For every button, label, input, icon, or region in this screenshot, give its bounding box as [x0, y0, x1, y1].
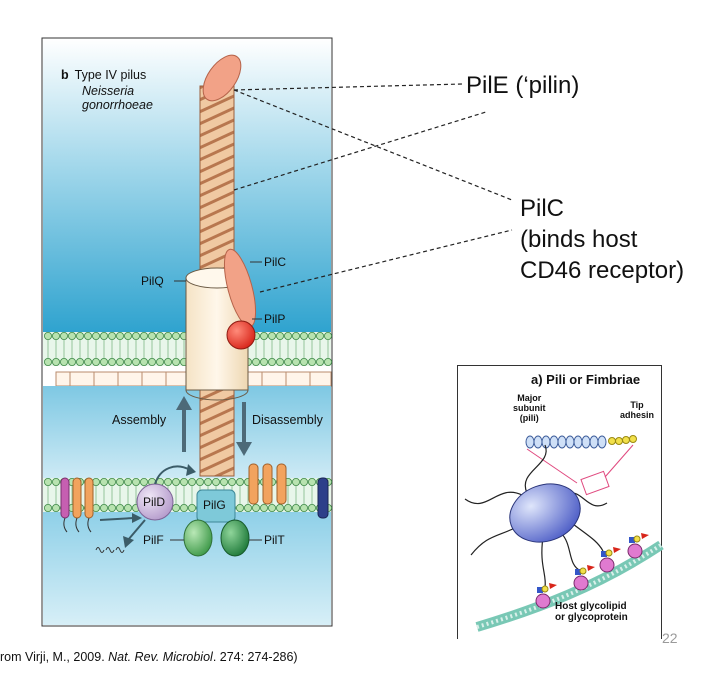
citation: rom Virji, M., 2009. Nat. Rev. Microbiol…	[0, 650, 298, 664]
callout-pilc-line-1: PilC	[520, 195, 565, 222]
citation-journal: Nat. Rev. Microbiol	[108, 650, 213, 664]
species-line-2: gonorrhoeae	[82, 98, 153, 112]
zoom-guides	[526, 444, 634, 496]
panel-a-title: a) Pili or Fimbriae	[531, 372, 641, 387]
panel-b-header: b Type IV pilus	[61, 68, 146, 82]
callout-pilc: PilC (binds host CD46 receptor)	[520, 193, 684, 286]
leader-peptides	[95, 547, 125, 553]
pilt-shape	[220, 519, 250, 557]
pilp-shape	[226, 320, 256, 350]
label-host-glycolipid: Host glycolipid or glycoprotein	[555, 601, 628, 623]
callout-pilc-line-3: CD46 receptor)	[520, 257, 685, 284]
label-major-subunit: Major subunit (pili)	[513, 393, 546, 423]
edge-protein	[317, 477, 329, 519]
citation-prefix: rom Virji, M., 2009.	[0, 650, 109, 664]
host-receptors	[535, 533, 649, 609]
label-pilf: PilF	[143, 533, 164, 547]
pilg-shape	[196, 489, 236, 523]
label-disassembly: Disassembly	[252, 413, 323, 427]
membrane-pilins-left	[60, 477, 94, 533]
label-leaders	[170, 261, 262, 541]
major-subunit-line-3: (pili)	[519, 413, 539, 423]
pilf-shape	[183, 519, 213, 557]
host-line-1: Host glycolipid	[555, 601, 627, 612]
slide-number: 22	[662, 630, 678, 646]
label-pilp: PilP	[264, 312, 286, 326]
pilus-subunits	[525, 435, 607, 449]
label-pild: PilD	[143, 495, 166, 509]
host-membrane	[475, 540, 664, 632]
callout-dashes	[233, 83, 513, 293]
pili-fimbriae-diagram	[457, 365, 664, 639]
callout-pile: PilE (‘pilin)	[466, 72, 580, 99]
host-line-2: or glycoprotein	[555, 612, 628, 623]
label-tip-adhesin: Tip adhesin	[620, 400, 654, 420]
label-assembly: Assembly	[112, 413, 167, 427]
bacterial-cell	[509, 483, 581, 543]
disassembly-arrow	[236, 402, 252, 456]
pilin-to-pild-arrow	[99, 517, 135, 521]
pile-tip	[202, 54, 242, 102]
label-pilt: PilT	[264, 533, 285, 547]
label-pilc: PilC	[264, 255, 287, 269]
label-pilg: PilG	[203, 498, 226, 512]
processing-arrow	[154, 465, 191, 485]
species-name: Neisseria gonorrhoeae	[82, 84, 153, 112]
species-line-1: Neisseria	[82, 84, 135, 98]
callout-pilc-line-2: (binds host	[520, 226, 638, 253]
panel-b-title: Type IV pilus	[74, 68, 147, 82]
major-subunit-line-2: subunit	[513, 403, 546, 413]
tip-adhesin-beads	[608, 435, 637, 445]
citation-suffix: . 274: 274-286)	[212, 650, 298, 664]
membrane-pilins-right	[248, 463, 287, 505]
major-subunit-line-1: Major	[517, 393, 542, 403]
panel-b-letter: b	[61, 68, 69, 82]
tip-adhesin-line-1: Tip	[630, 400, 644, 410]
assembly-arrow	[176, 396, 192, 452]
label-pilq: PilQ	[141, 274, 164, 288]
tip-adhesin-line-2: adhesin	[620, 410, 655, 420]
